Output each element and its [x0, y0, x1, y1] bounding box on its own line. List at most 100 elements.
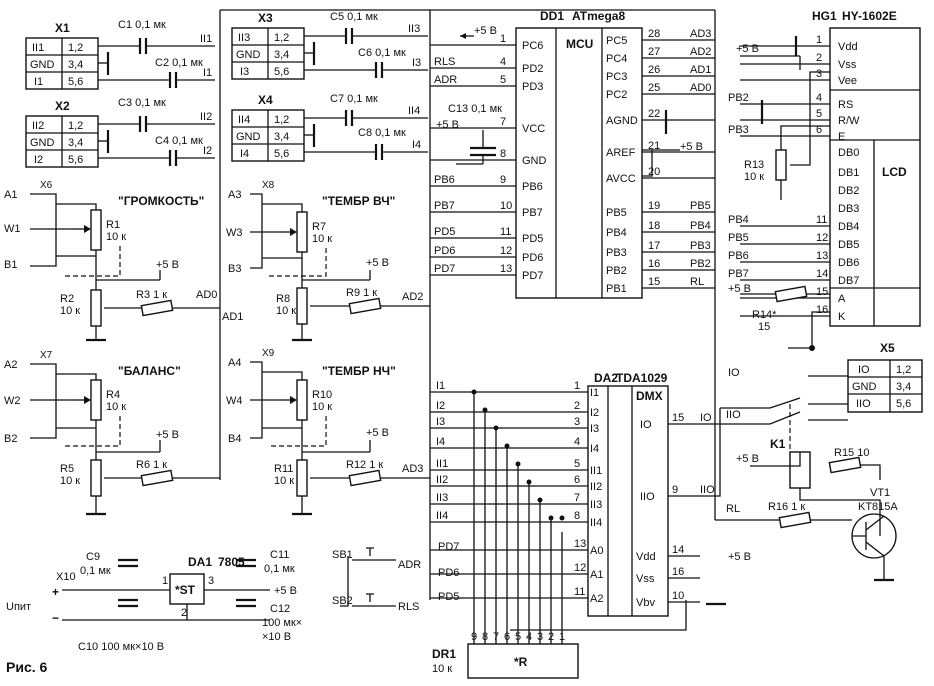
x5-ref: X5	[880, 341, 895, 355]
a2-label: A2	[4, 359, 17, 371]
r1-ref: R1	[106, 219, 120, 231]
mcu-pin-8-num: 8	[500, 148, 506, 160]
mcu-title: MCU	[566, 37, 593, 51]
dr1-junction-1	[559, 515, 565, 521]
treble-supply: +5 В	[366, 257, 389, 269]
x2-pin2-num: 3,4	[68, 137, 83, 149]
mux-pin-3-net: I3	[436, 416, 445, 428]
balance-control-group: X7 "БАЛАНС" A2 W2 B2 R4 10 к R5 10 к +5 …	[4, 311, 243, 516]
mux-pin-12-name: A1	[590, 569, 603, 581]
lcd-pin-R/W-name: R/W	[838, 115, 860, 127]
x1-pin3-num: 5,6	[68, 76, 83, 88]
mux-pin-12-num: 12	[574, 562, 586, 574]
mux-pin-1-name: I1	[590, 387, 599, 399]
dr1-pin-5: 5	[515, 631, 521, 643]
x10-plus: +	[52, 585, 59, 599]
x2-pin3-name: I2	[34, 154, 43, 166]
c4-label: C4 0,1 мк	[155, 135, 203, 147]
mcu-atmega8: DD1 ATmega8 MCU 1PC64PD2RLS5PD3ADR7VCC8G…	[430, 9, 715, 299]
ad1-label: AD1	[222, 311, 243, 323]
c12-ref: C12	[270, 603, 290, 615]
da1-supply: +5 В	[274, 585, 297, 597]
ad2-label: AD2	[402, 291, 423, 303]
r3-label: R3 1 к	[136, 289, 167, 301]
mux-title: DMX	[636, 389, 663, 403]
x4-pin1-name: II4	[238, 114, 250, 126]
r11-val: 10 к	[274, 475, 294, 487]
lcd-supply: +5 В	[736, 43, 759, 55]
mcu-pin-21-num: 21	[648, 140, 660, 152]
net-i4-left: I4	[412, 139, 421, 151]
c7-label: C7 0,1 мк	[330, 93, 378, 105]
mcu-pin-20-num: 20	[648, 166, 660, 178]
a3-label: A3	[228, 189, 241, 201]
x1-pin1-name: II1	[32, 42, 44, 54]
x3-ref: X3	[258, 11, 273, 25]
x10-label: Uпит	[6, 601, 31, 613]
mcu-pin-22-name: AGND	[606, 115, 638, 127]
mcu-pin-13-name: PD7	[522, 270, 543, 282]
lcd-pin-DB4-name: DB4	[838, 221, 859, 233]
mcu-pin-11-net: PD5	[434, 226, 455, 238]
lcd-pin-6-num: 6	[816, 124, 822, 136]
mcu-pin-8-name: GND	[522, 155, 547, 167]
mcu-pin-26-net: AD1	[690, 64, 711, 76]
mcu-pin-11-num: 11	[500, 226, 511, 238]
x7-ref: X7	[40, 350, 53, 361]
da1-ref: DA1	[188, 555, 212, 569]
r1-val: 10 к	[106, 231, 126, 243]
lcd-pin-5-num: 5	[816, 108, 822, 120]
mux-pin-16-num: 16	[672, 566, 684, 578]
mcu-pin-5-net: ADR	[434, 74, 457, 86]
mcu-right-pins: 28PC5AD327PC4AD226PC3AD125PC2AD022AGND21…	[606, 28, 715, 295]
mcu-pin-7-name: VCC	[522, 123, 545, 135]
lcd-pin-DB5-net: PB5	[728, 232, 749, 244]
lcd-pin-DB3-name: DB3	[838, 203, 859, 215]
mcu-pin-10-name: PB7	[522, 207, 543, 219]
dr1-pin-6: 6	[504, 631, 510, 643]
da1-pin-out: 3	[208, 575, 214, 587]
mux-pin-13-name: A0	[590, 545, 603, 557]
ad0-label: AD0	[196, 289, 217, 301]
mux-pin-10-num: 10	[672, 590, 684, 602]
x3-pin2-name: GND	[236, 49, 261, 61]
mcu-pin-11-name: PD5	[522, 233, 543, 245]
lcd-pin-DB1-name: DB1	[838, 167, 859, 179]
lcd-pin-DB7-net: PB7	[728, 268, 749, 280]
x4-pin1-num: 1,2	[274, 114, 289, 126]
c9-ref: C9	[86, 551, 100, 563]
pd5-net: PD5	[438, 591, 459, 603]
mcu-pin-19-num: 19	[648, 200, 660, 212]
mcu-part: ATmega8	[572, 9, 625, 23]
a4-label: A4	[228, 357, 241, 369]
mcu-pin-13-num: 13	[500, 263, 512, 275]
mcu-pin-15-net: RL	[690, 276, 704, 288]
sb2-net: RLS	[398, 601, 419, 613]
r14-ref: R14*	[752, 309, 777, 321]
mcu-pin-18-net: PB4	[690, 220, 711, 232]
mcu-pin-26-name: PC3	[606, 71, 627, 83]
mux-pin-9-num: 9	[672, 484, 678, 496]
connector-x4: X4 II4 1,2 GND 3,4 I4 5,6	[231, 93, 316, 162]
mcu-pin-9-name: PB6	[522, 181, 543, 193]
r7-ref: R7	[312, 221, 326, 233]
x3-pin3-num: 5,6	[274, 66, 289, 78]
mux-pin-7-num: 7	[574, 492, 580, 504]
c12-val1: 100 мк×	[262, 617, 302, 629]
net-ii2-left: II2	[200, 111, 212, 123]
mux-out-IIO-net: IIO	[700, 484, 715, 496]
bass-supply: +5 В	[366, 427, 389, 439]
lcd-pin-Vee-name: Vee	[838, 75, 857, 87]
x1-pin3-name: I1	[34, 76, 43, 88]
x4-ref: X4	[258, 93, 273, 107]
mux-supply: +5 В	[728, 551, 751, 563]
mcu-pin-17-name: PB3	[606, 247, 627, 259]
r6-label: R6 1 к	[136, 459, 167, 471]
lcd-pin-11-num: 11	[816, 214, 827, 226]
w1-label: W1	[4, 223, 21, 235]
lcd-pin-A-name: A	[838, 293, 846, 305]
dr1-pin-3: 3	[537, 631, 543, 643]
lcd-pin-15-num: 15	[816, 286, 828, 298]
lcd-pin-RS-net: PB2	[728, 92, 749, 104]
